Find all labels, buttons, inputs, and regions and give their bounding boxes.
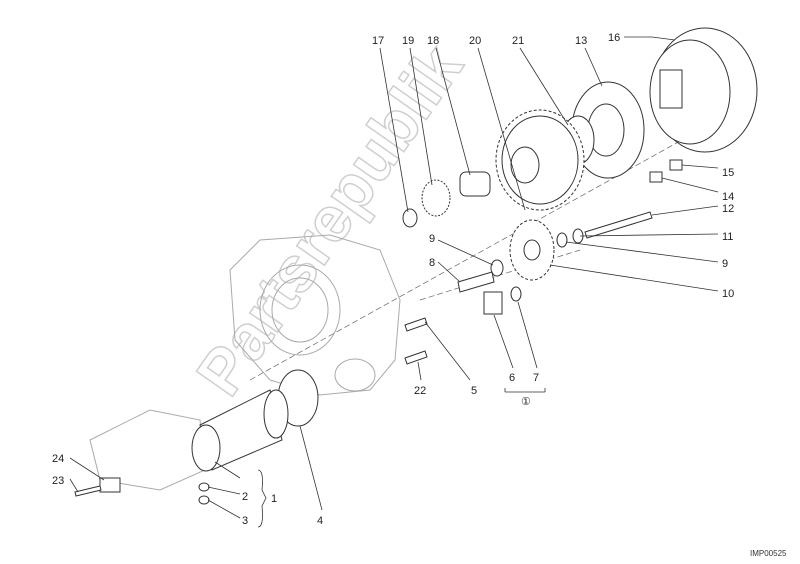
callout-20: 20: [469, 35, 481, 47]
callout-8: 8: [429, 257, 435, 269]
callout-5: 5: [471, 385, 477, 397]
washer-part-17: [402, 208, 418, 228]
callout-16: 16: [608, 32, 620, 44]
leader-lines: [69, 36, 719, 528]
callout-24: 24: [52, 453, 64, 465]
starter-motor-part-1: [191, 389, 289, 472]
washer-part-3: [198, 495, 210, 505]
washer-part-9b: [490, 259, 504, 277]
group-mark: ①: [521, 396, 531, 408]
callout-10: 10: [722, 288, 734, 300]
callout-23: 23: [52, 475, 64, 487]
callout-9-left: 9: [429, 233, 435, 245]
pinion-part-6: [483, 291, 503, 315]
callout-21: 21: [512, 35, 524, 47]
shaft-part-8: [457, 271, 495, 293]
callout-2: 2: [242, 491, 248, 503]
callout-22: 22: [414, 385, 426, 397]
callout-7: 7: [533, 372, 539, 384]
screw-part-22: [404, 350, 428, 365]
callout-18: 18: [427, 35, 439, 47]
bush-part-18: [459, 171, 491, 197]
bearing-part-19: [421, 179, 451, 217]
washer-part-7: [510, 286, 522, 302]
watermark: Partsrepublik: [182, 31, 476, 408]
screw-part-12: [584, 211, 653, 239]
callout-14: 14: [722, 191, 734, 203]
screw-part-23: [74, 485, 102, 497]
pin-part-14: [649, 171, 663, 183]
drawing-code: IMP00525: [750, 549, 787, 558]
callout-19: 19: [402, 35, 414, 47]
flywheel-part-16: [649, 27, 758, 153]
callout-17: 17: [372, 35, 384, 47]
spacer-part-24: [99, 477, 121, 493]
callout-12: 12: [722, 203, 734, 215]
callout-1: 1: [271, 493, 277, 505]
callout-4: 4: [317, 515, 323, 527]
nut-part-15: [669, 159, 683, 171]
callout-9-right: 9: [722, 258, 728, 270]
screw-part-5: [404, 317, 428, 332]
callout-13: 13: [575, 35, 587, 47]
gear-part-10: [509, 219, 555, 281]
callout-6: 6: [509, 372, 515, 384]
gear-part-20: [495, 109, 585, 211]
washer-part-9: [556, 232, 568, 248]
callout-3: 3: [242, 515, 248, 527]
callout-15: 15: [722, 167, 734, 179]
callout-11: 11: [722, 231, 733, 243]
nut-part-2: [198, 482, 210, 492]
